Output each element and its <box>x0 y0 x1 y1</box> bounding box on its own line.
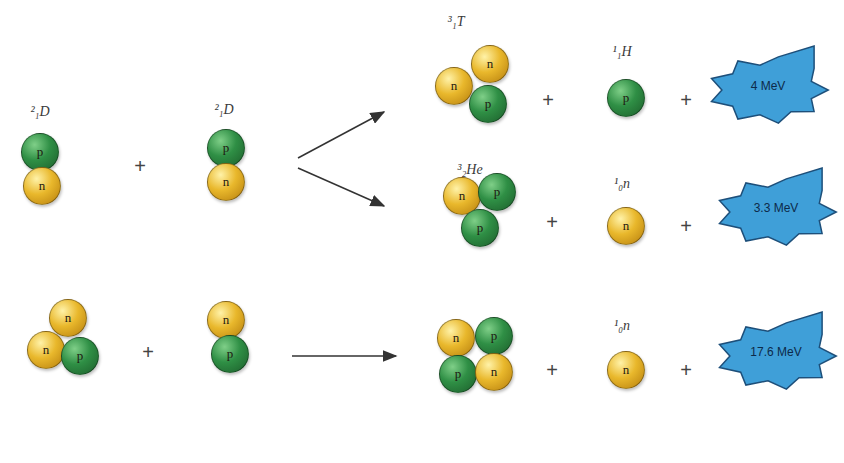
particle-letter: p <box>623 90 630 106</box>
neutron: n <box>475 353 513 391</box>
proton: p <box>461 209 499 247</box>
reaction-arrow <box>292 355 396 357</box>
particle-letter: p <box>485 96 492 112</box>
particle-letter: n <box>223 312 230 328</box>
plus-sign: + <box>680 359 692 382</box>
particle-letter: p <box>491 328 498 344</box>
particle-letter: n <box>65 310 72 326</box>
neutron: n <box>27 331 65 369</box>
particle-letter: p <box>37 144 44 160</box>
plus-sign: + <box>142 341 154 364</box>
particle-letter: p <box>455 366 462 382</box>
proton: p <box>475 317 513 355</box>
isotope-symbol: ³₂He <box>457 162 482 178</box>
particle-letter: n <box>491 364 498 380</box>
energy-value: 4 MeV <box>751 79 786 93</box>
reaction-arrow <box>298 168 384 206</box>
particle-letter: n <box>459 188 466 204</box>
particle-letter: n <box>623 218 630 234</box>
energy-value: 17.6 MeV <box>750 345 801 359</box>
energy-value: 3.3 MeV <box>754 201 799 215</box>
reaction-arrow <box>298 112 384 158</box>
particle-letter: p <box>77 348 84 364</box>
isotope-symbol: ²₁D <box>214 102 233 118</box>
particle-letter: n <box>453 330 460 346</box>
neutron: n <box>23 167 61 205</box>
particle-letter: p <box>223 140 230 156</box>
isotope-symbol: ¹₀n <box>614 176 630 192</box>
particle-letter: n <box>223 174 230 190</box>
neutron: n <box>607 207 645 245</box>
particle-letter: p <box>477 220 484 236</box>
particle-letter: n <box>39 178 46 194</box>
isotope-symbol: ²₁D <box>30 104 49 120</box>
neutron: n <box>49 299 87 337</box>
energy-burst: 17.6 MeV <box>712 310 840 394</box>
proton: p <box>469 85 507 123</box>
plus-sign: + <box>680 89 692 112</box>
proton: p <box>21 133 59 171</box>
proton: p <box>211 335 249 373</box>
energy-burst: 4 MeV <box>704 44 832 128</box>
plus-sign: + <box>546 211 558 234</box>
neutron: n <box>435 67 473 105</box>
particle-letter: n <box>43 342 50 358</box>
neutron: n <box>437 319 475 357</box>
isotope-symbol: ³₁T <box>448 14 465 30</box>
proton: p <box>607 79 645 117</box>
neutron: n <box>471 45 509 83</box>
proton: p <box>439 355 477 393</box>
particle-letter: n <box>451 78 458 94</box>
neutron: n <box>207 163 245 201</box>
particle-letter: n <box>623 362 630 378</box>
plus-sign: + <box>680 215 692 238</box>
neutron: n <box>607 351 645 389</box>
isotope-symbol: ¹₁H <box>612 44 631 60</box>
particle-letter: p <box>227 346 234 362</box>
proton: p <box>61 337 99 375</box>
plus-sign: + <box>546 359 558 382</box>
plus-sign: + <box>542 89 554 112</box>
energy-burst: 3.3 MeV <box>712 166 840 250</box>
isotope-symbol: ¹₀n <box>614 318 630 334</box>
plus-sign: + <box>134 155 146 178</box>
proton: p <box>207 129 245 167</box>
neutron: n <box>207 301 245 339</box>
particle-letter: n <box>487 56 494 72</box>
proton: p <box>478 173 516 211</box>
particle-letter: p <box>494 184 501 200</box>
